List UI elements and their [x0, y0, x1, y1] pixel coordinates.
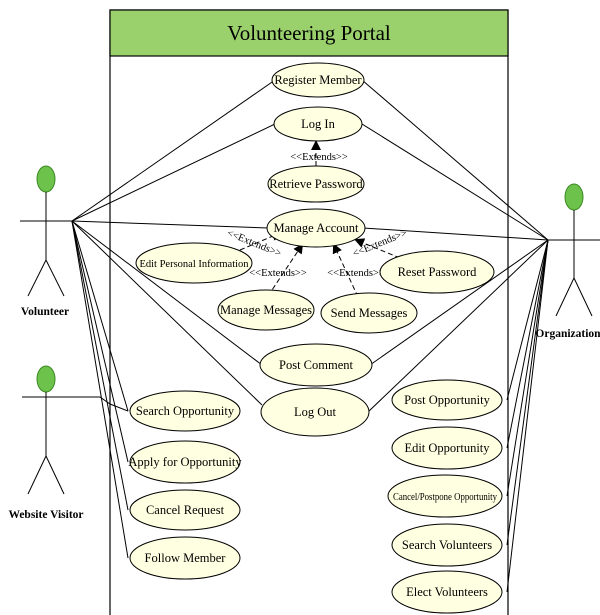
use-case-manage-messages[interactable]: Manage Messages	[217, 289, 315, 331]
use-case-label: Reset Password	[398, 265, 478, 279]
use-case-label: Cancel/Postpone Opportunity	[393, 492, 498, 503]
system-header	[109, 9, 509, 57]
extend-manage-msgs-line	[267, 243, 304, 297]
use-case-log-out[interactable]: Log Out	[260, 387, 370, 437]
use-case-retrieve-password[interactable]: Retrieve Password	[267, 165, 365, 203]
actor-head	[36, 165, 56, 193]
use-case-post-opportunity[interactable]: Post Opportunity	[391, 379, 503, 421]
use-case-search-volunteers[interactable]: Search Volunteers	[391, 523, 503, 567]
use-case-label: Cancel Request	[146, 503, 225, 517]
volunteer-associations	[71, 79, 276, 559]
actor-label: Organization	[535, 328, 600, 340]
use-case-reset-password[interactable]: Reset Password	[379, 250, 495, 294]
use-case-label: Post Opportunity	[404, 393, 491, 407]
extend-send-msgs-label: <<Extends>>	[327, 268, 385, 279]
use-case-label: Retrieve Password	[269, 177, 363, 191]
use-case-label: Edit Personal Information	[139, 259, 249, 270]
use-case-login[interactable]: Log In	[273, 106, 363, 142]
use-case-label: Edit Opportunity	[404, 441, 490, 455]
use-case-label: Manage Messages	[220, 303, 312, 317]
use-case-apply-opportunity[interactable]: Apply for Opportunity	[128, 440, 242, 484]
extend-manage-msgs-label: <<Extends>>	[249, 268, 307, 279]
use-case-label: Post Comment	[279, 358, 353, 372]
actor-label: Volunteer	[21, 306, 69, 318]
use-case-edit-personal-info[interactable]: Edit Personal Information	[135, 242, 253, 284]
use-case-post-comment[interactable]: Post Comment	[259, 343, 373, 387]
extend-retrieve-label: <<Extends>>	[290, 152, 348, 163]
use-case-send-messages[interactable]: Send Messages	[320, 292, 418, 334]
use-case-label: Apply for Opportunity	[128, 455, 242, 469]
system-title: Volunteering Portal	[227, 21, 391, 45]
actor-head	[36, 365, 56, 393]
actor-website-visitor: Website Visitor	[8, 365, 84, 521]
use-case-label: Log Out	[294, 405, 337, 419]
actor-organization: Organization	[535, 183, 600, 340]
use-case-label: Elect Volunteers	[406, 585, 488, 599]
use-case-label: Search Volunteers	[402, 538, 492, 552]
use-case-manage-account[interactable]: Manage Account	[266, 208, 366, 248]
use-case-register[interactable]: Register Member	[271, 62, 365, 98]
use-case-edit-opportunity[interactable]: Edit Opportunity	[391, 426, 503, 470]
use-case-label: Manage Account	[273, 221, 359, 235]
actor-head	[564, 183, 584, 211]
actor-label: Website Visitor	[8, 509, 83, 521]
use-case-search-opportunity[interactable]: Search Opportunity	[129, 390, 241, 432]
use-case-cancel-postpone-opportunity[interactable]: Cancel/Postpone Opportunity	[387, 474, 503, 518]
use-case-cancel-request[interactable]: Cancel Request	[129, 489, 241, 531]
use-case-elect-volunteers[interactable]: Elect Volunteers	[391, 570, 503, 614]
extend-send-msgs-line	[332, 243, 359, 298]
use-case-label: Send Messages	[331, 306, 408, 320]
visitor-associations	[72, 396, 129, 412]
use-case-label: Register Member	[274, 73, 362, 87]
actor-volunteer: Volunteer	[20, 165, 72, 318]
use-case-label: Follow Member	[145, 551, 227, 565]
use-case-label: Log In	[301, 117, 335, 131]
use-case-follow-member[interactable]: Follow Member	[129, 536, 241, 580]
organization-associations	[361, 79, 549, 593]
use-case-label: Search Opportunity	[136, 404, 235, 418]
